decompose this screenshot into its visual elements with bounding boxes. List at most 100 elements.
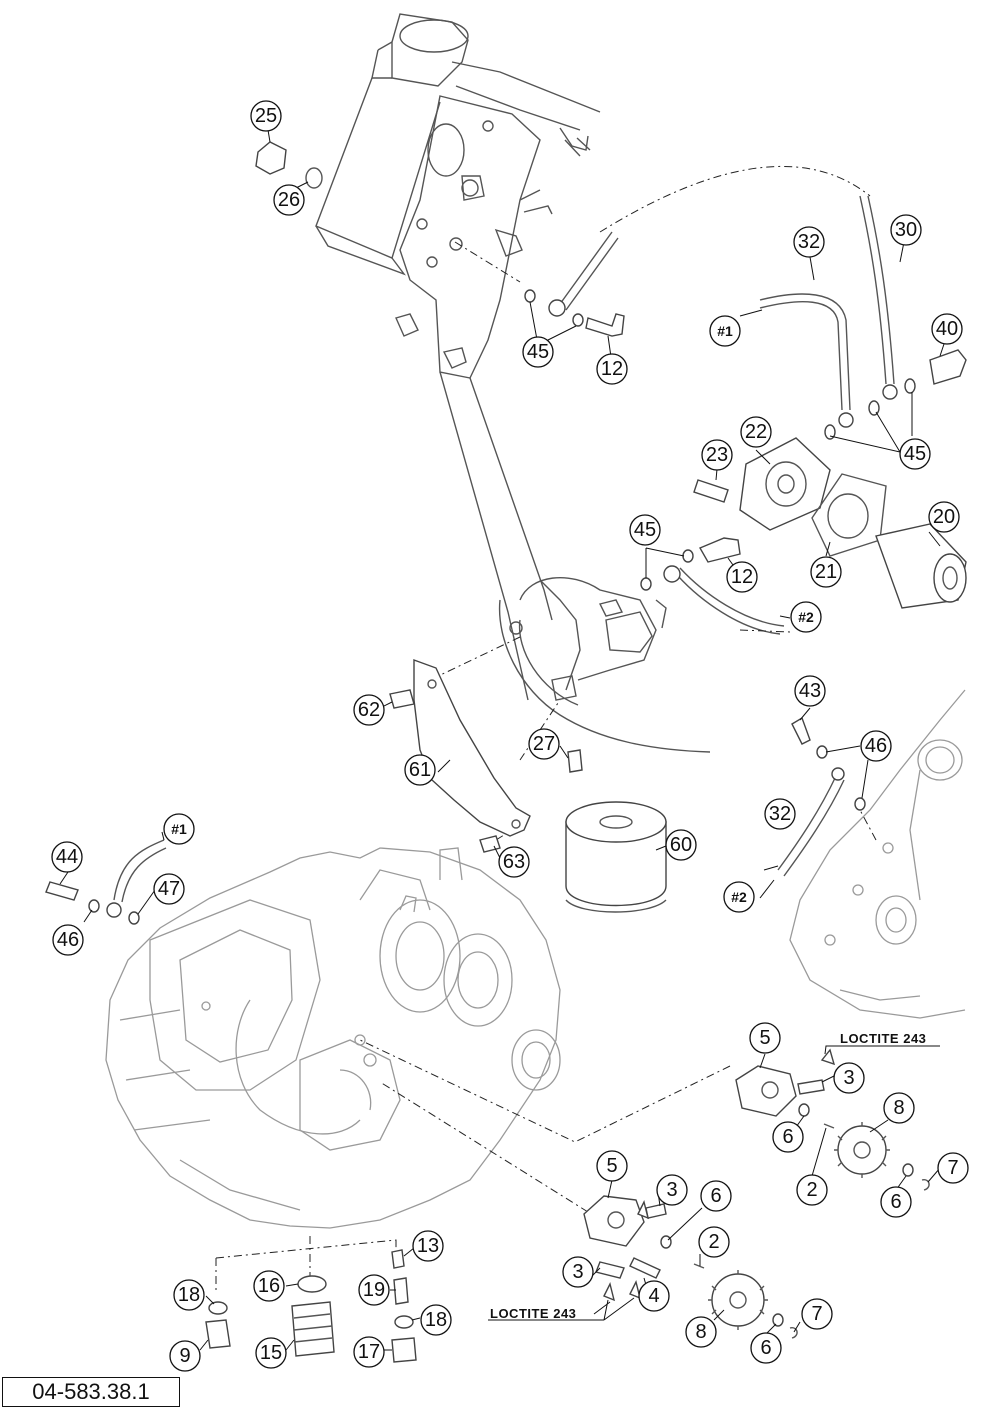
part-callout-22: 22 [740, 416, 772, 448]
drawing-number-label: 04-583.38.1 [2, 1377, 180, 1407]
part-callout-18: 18 [173, 1279, 205, 1311]
parts [45, 141, 967, 1363]
part-callout-30: 30 [890, 214, 922, 246]
svg-text:7: 7 [811, 1303, 822, 1325]
part-callout-18: 18 [420, 1304, 452, 1336]
svg-text:32: 32 [798, 231, 820, 253]
part-callout-45: 45 [629, 514, 661, 546]
svg-text:#1: #1 [717, 323, 733, 339]
part-callout-5: 5 [596, 1150, 628, 1182]
part-callout-63: 63 [498, 846, 530, 878]
part-callout-6: 6 [772, 1121, 804, 1153]
part-callout-3: 3 [562, 1256, 594, 1288]
part-callout-20: 20 [928, 501, 960, 533]
svg-text:3: 3 [666, 1179, 677, 1201]
part-callout-6: 6 [750, 1332, 782, 1364]
svg-text:47: 47 [158, 878, 180, 900]
part-callout-40: 40 [931, 313, 963, 345]
part-callout-44: 44 [51, 841, 83, 873]
part-callout-6: 6 [700, 1180, 732, 1212]
svg-text:21: 21 [815, 561, 837, 583]
svg-text:3: 3 [843, 1067, 854, 1089]
part-callout-8: 8 [685, 1316, 717, 1348]
frame-drawing [315, 13, 711, 753]
reference-callout-1-upper: #1 [709, 315, 741, 347]
svg-text:5: 5 [606, 1155, 617, 1177]
svg-text:22: 22 [745, 421, 767, 443]
part-callout-61: 61 [404, 754, 436, 786]
svg-text:45: 45 [634, 519, 656, 541]
part-callout-47: 47 [153, 873, 185, 905]
assembly-lines [215, 166, 877, 1290]
part-callout-7: 7 [937, 1152, 969, 1184]
part-callout-4: 4 [638, 1280, 670, 1312]
svg-text:63: 63 [503, 851, 525, 873]
svg-text:13: 13 [417, 1235, 439, 1257]
svg-text:40: 40 [936, 318, 958, 340]
part-callout-7: 7 [801, 1298, 833, 1330]
part-callout-15: 15 [255, 1337, 287, 1369]
svg-text:20: 20 [933, 506, 955, 528]
part-callout-21: 21 [810, 556, 842, 588]
part-callout-12: 12 [726, 561, 758, 593]
part-callout-8: 8 [883, 1092, 915, 1124]
part-callout-19: 19 [358, 1274, 390, 1306]
part-callout-26: 26 [273, 184, 305, 216]
svg-text:4: 4 [648, 1285, 659, 1307]
svg-text:60: 60 [670, 834, 692, 856]
part-callout-17: 17 [353, 1336, 385, 1368]
svg-text:43: 43 [799, 680, 821, 702]
part-callout-5: 5 [749, 1022, 781, 1054]
svg-text:9: 9 [179, 1345, 190, 1367]
svg-text:2: 2 [806, 1179, 817, 1201]
loctite-note-upper: LOCTITE 243 [840, 1031, 926, 1046]
part-callout-62: 62 [353, 694, 385, 726]
reference-callout-2-pivot: #2 [790, 601, 822, 633]
svg-text:25: 25 [255, 105, 277, 127]
part-callout-46: 46 [860, 730, 892, 762]
reference-callout-1-left: #1 [163, 813, 195, 845]
part-callout-45: 45 [522, 336, 554, 368]
part-callout-23: 23 [701, 439, 733, 471]
part-callout-27: 27 [528, 728, 560, 760]
svg-text:6: 6 [710, 1185, 721, 1207]
svg-text:15: 15 [260, 1342, 282, 1364]
svg-text:18: 18 [425, 1309, 447, 1331]
svg-text:44: 44 [56, 846, 78, 868]
part-callout-3: 3 [833, 1062, 865, 1094]
svg-text:30: 30 [895, 219, 917, 241]
svg-text:19: 19 [363, 1279, 385, 1301]
svg-text:#2: #2 [798, 609, 814, 625]
svg-text:6: 6 [890, 1191, 901, 1213]
svg-text:45: 45 [904, 443, 926, 465]
part-callout-16: 16 [253, 1270, 285, 1302]
oil-lines [106, 195, 898, 918]
svg-text:#2: #2 [731, 889, 747, 905]
svg-text:45: 45 [527, 341, 549, 363]
svg-text:46: 46 [865, 735, 887, 757]
svg-text:17: 17 [358, 1341, 380, 1363]
reference-callout-2-cover: #2 [723, 881, 755, 913]
loctite-note-lower: LOCTITE 243 [490, 1306, 576, 1321]
part-callout-2: 2 [796, 1174, 828, 1206]
svg-text:26: 26 [278, 189, 300, 211]
part-callout-3: 3 [656, 1174, 688, 1206]
part-callout-46: 46 [52, 924, 84, 956]
svg-text:23: 23 [706, 444, 728, 466]
svg-text:#1: #1 [171, 821, 187, 837]
part-callout-25: 25 [250, 100, 282, 132]
part-callout-60: 60 [665, 829, 697, 861]
svg-text:3: 3 [572, 1261, 583, 1283]
svg-text:6: 6 [782, 1126, 793, 1148]
part-callout-6: 6 [880, 1186, 912, 1218]
part-callout-43: 43 [794, 675, 826, 707]
svg-text:46: 46 [57, 929, 79, 951]
svg-text:8: 8 [893, 1097, 904, 1119]
part-callout-45: 45 [899, 438, 931, 470]
svg-text:18: 18 [178, 1284, 200, 1306]
svg-text:2: 2 [708, 1231, 719, 1253]
svg-text:61: 61 [409, 759, 431, 781]
svg-text:32: 32 [769, 803, 791, 825]
part-callout-9: 9 [169, 1340, 201, 1372]
